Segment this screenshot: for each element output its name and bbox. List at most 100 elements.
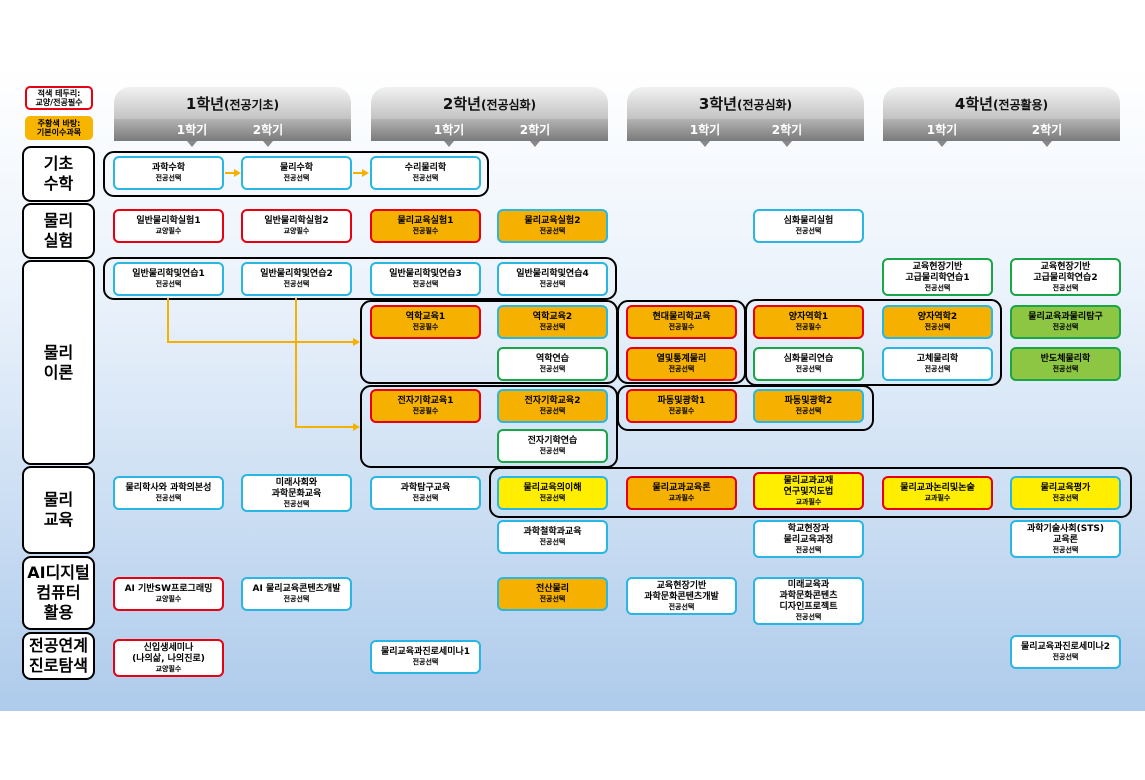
course-type: 전공선택 [539, 227, 566, 235]
course-type: 전공선택 [1052, 283, 1079, 292]
course-type: 전공선택 [795, 545, 822, 554]
course-type: 전공선택 [924, 365, 951, 373]
course-card[interactable]: 신입생세미나 (나의삶, 나의진로)교양필수 [113, 639, 224, 677]
course-name: 전자기학교육1 [397, 396, 454, 406]
year-label: 1학년 [185, 95, 224, 113]
year-sub: (전공기초) [223, 98, 280, 112]
course-name: 과학철학과교육 [523, 527, 582, 537]
course-name: 신입생세미나 (나의삶, 나의진로) [132, 642, 205, 664]
group-basic-math [103, 151, 489, 197]
course-type: 교양필수 [155, 595, 182, 603]
course-type: 교양필수 [155, 227, 182, 235]
course-type: 전공선택 [283, 280, 310, 288]
course-name: 일반물리학및연습3 [389, 269, 462, 279]
course-type: 전공선택 [668, 365, 695, 373]
course-type: 전공선택 [795, 227, 822, 235]
course-type: 전공선택 [1052, 365, 1079, 373]
course-type: 전공선택 [1052, 494, 1079, 502]
course-name: 전자기학연습 [527, 436, 578, 446]
course-type: 전공선택 [1052, 323, 1079, 331]
course-name: 역학연습 [535, 354, 570, 364]
course-type: 전공선택 [539, 538, 566, 546]
course-type: 교양필수 [283, 227, 310, 235]
semester-2: 2학기 [476, 119, 594, 147]
course-type: 전공필수 [412, 323, 439, 331]
course-name: 교육현장기반 과학문화콘텐츠개발 [644, 580, 719, 602]
year-3-header: 3학년(전공심화) [627, 87, 864, 119]
course-name: AI 물리교육콘텐츠개발 [252, 584, 341, 594]
course-type: 전공선택 [412, 494, 439, 502]
year-label: 3학년 [698, 95, 737, 113]
course-type: 전공선택 [539, 447, 566, 455]
semester-2: 2학기 [728, 119, 846, 147]
arrow-line [167, 298, 169, 342]
semester-1: 1학기 [883, 119, 1001, 147]
course-name: 미래사회와 과학문화교육 [271, 477, 322, 499]
course-name: 미래교육과 과학문화콘텐츠 디자인프로젝트 [779, 580, 838, 612]
course-type: 전공선택 [283, 499, 310, 508]
course-type: 전공필수 [412, 407, 439, 415]
semester-1: 1학기 [133, 119, 251, 147]
course-type: 전공선택 [1052, 653, 1079, 661]
course-name: AI 기반SW프로그래밍 [124, 584, 213, 594]
course-type: 전공필수 [795, 323, 822, 331]
course-type: 전공선택 [539, 365, 566, 373]
year-4-semesters: 1학기 2학기 [883, 119, 1120, 147]
course-type: 전공선택 [155, 494, 182, 502]
semester-2: 2학기 [209, 119, 327, 147]
course-name: 일반물리학및연습2 [260, 269, 333, 279]
course-type: 교양필수 [155, 664, 182, 673]
course-name: 물리수학 [279, 163, 314, 173]
course-name: 심화물리실험 [783, 216, 834, 226]
course-name: 물리교육과물리탐구 [1028, 312, 1103, 322]
